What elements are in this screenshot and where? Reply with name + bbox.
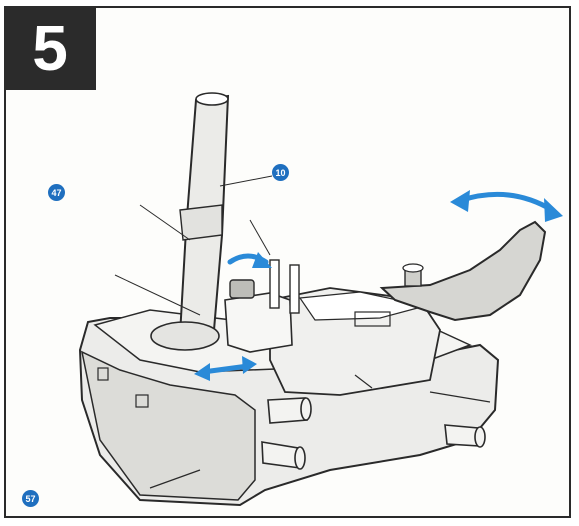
post-collar bbox=[179, 204, 223, 241]
housing-details bbox=[97, 367, 491, 489]
tall-post-cap bbox=[195, 92, 229, 106]
clip-tab-right bbox=[289, 264, 300, 314]
callout-57: 57 bbox=[22, 490, 39, 507]
lever-arm bbox=[379, 220, 547, 322]
post-base bbox=[150, 321, 220, 351]
double-arrow-horizontal bbox=[200, 363, 251, 375]
housing-front-face bbox=[80, 350, 256, 501]
threaded-knob bbox=[229, 279, 255, 299]
clip-tab-left bbox=[269, 259, 280, 309]
callout-47: 47 bbox=[48, 184, 65, 201]
leader-lines bbox=[114, 175, 273, 316]
mechanism-block-top bbox=[298, 291, 426, 321]
callout-10: 10 bbox=[272, 164, 289, 181]
mounting-pins bbox=[261, 397, 486, 470]
curved-arrow-top bbox=[459, 191, 555, 213]
arrow-heads bbox=[194, 190, 563, 381]
step-number-badge: 5 bbox=[4, 6, 96, 90]
clip-housing bbox=[224, 292, 293, 353]
pivot-screw-head bbox=[402, 263, 424, 273]
mechanism-slot bbox=[354, 311, 391, 327]
step-number: 5 bbox=[32, 12, 68, 84]
